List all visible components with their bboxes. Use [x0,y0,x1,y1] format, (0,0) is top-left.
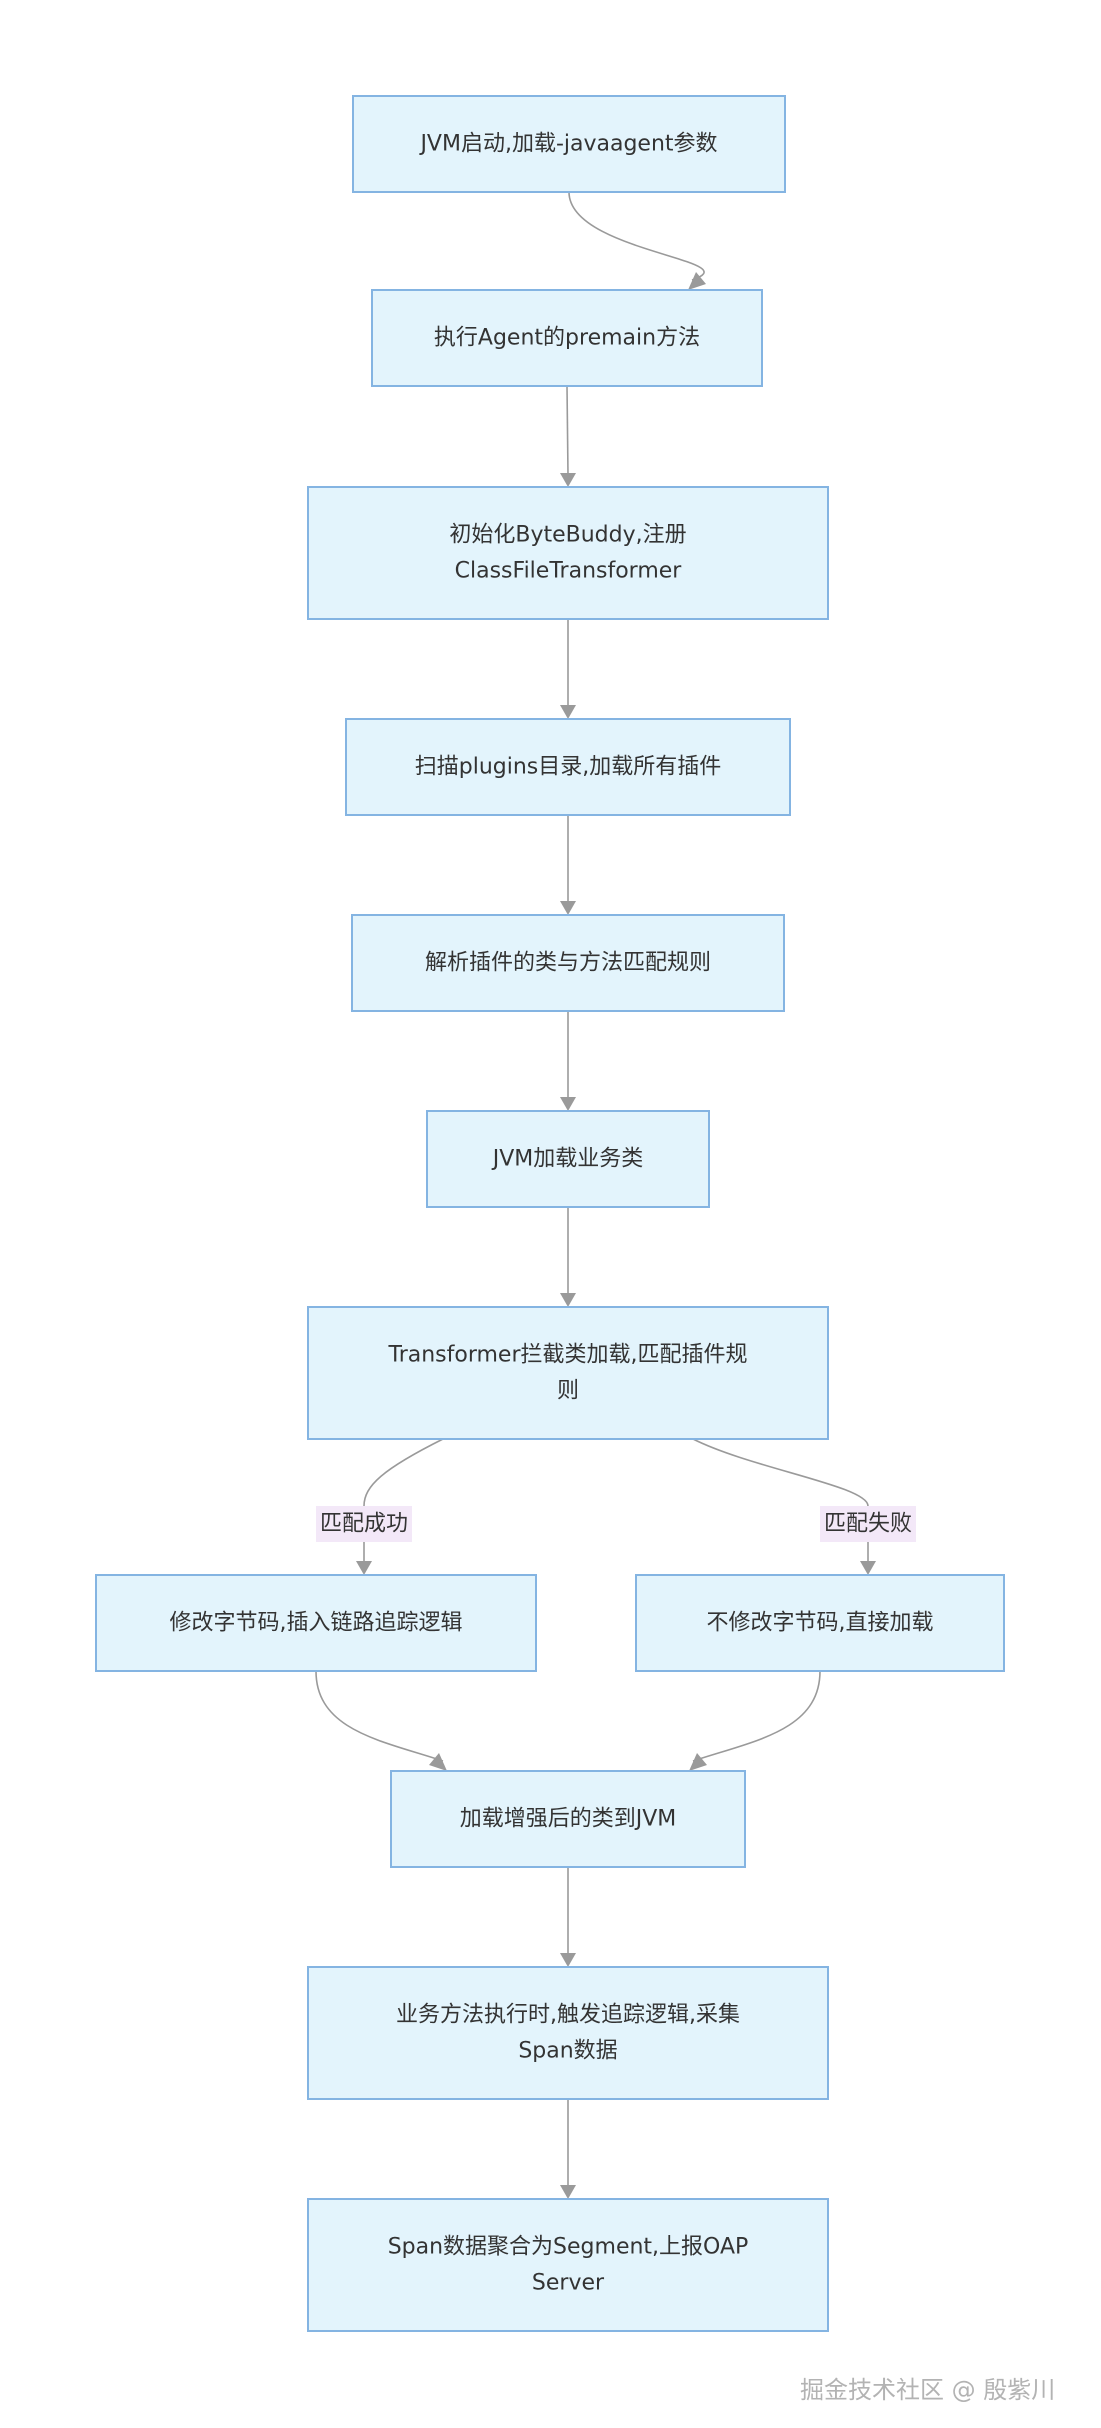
edge-parse-rules-to-jvm-load-class [560,1011,576,1111]
node-label-line: JVM加载业务类 [491,1147,644,1172]
edge-transformer-intercept-to-modify-bytecode [356,1438,444,1575]
node-label-line: 执行Agent的premain方法 [434,326,700,351]
edge-label-text: 匹配失败 [824,1512,912,1537]
node-label-line: 业务方法执行时,触发追踪逻辑,采集 [396,2003,740,2028]
node-report-oap: Span数据聚合为Segment,上报OAP Server [307,2198,829,2332]
edge-line [566,385,569,476]
arrow-head [429,1753,447,1771]
node-label-line: JVM启动,加载-javaagent参数 [418,132,717,157]
edge-label-text: 匹配成功 [320,1512,408,1537]
edge-jvm-start-to-premain [568,191,706,290]
node-load-enhanced: 加载增强后的类到JVM [390,1770,746,1868]
node-label-line: Span数据聚合为Segment,上报OAP [388,2235,749,2260]
node-trigger-trace: 业务方法执行时,触发追踪逻辑,采集 Span数据 [307,1966,829,2100]
arrow-head [560,1097,576,1111]
node-box [95,1574,537,1672]
arrow-head [689,1753,707,1771]
node-no-modify: 不修改字节码,直接加载 [635,1574,1005,1672]
edge-line [568,191,705,281]
node-parse-rules: 解析插件的类与方法匹配规则 [351,914,785,1012]
node-label-line: 扫描plugins目录,加载所有插件 [415,755,722,780]
edge-line [315,1670,444,1762]
node-label-line: 加载增强后的类到JVM [460,1807,677,1832]
arrow-head [688,272,706,290]
edge-trigger-trace-to-report-oap [560,2099,576,2199]
node-label-line: 初始化ByteBuddy,注册 [449,523,686,548]
edge-transformer-intercept-to-no-modify [692,1438,876,1575]
edge-no-modify-to-load-enhanced [689,1670,821,1771]
arrow-head [560,901,576,915]
node-box [345,718,791,816]
edge-init-bytebuddy-to-scan-plugins [560,619,576,719]
arrow-head [560,1293,576,1307]
node-box [307,2198,829,2332]
node-box [352,95,786,193]
node-label-line: ClassFileTransformer [455,559,683,584]
node-label-line: 不修改字节码,直接加载 [707,1611,934,1636]
node-box [371,289,763,387]
arrow-head [560,2185,576,2199]
arrow-head [356,1561,372,1575]
edge-line [692,1438,869,1507]
arrow-head [560,1953,576,1967]
nodes-layer: JVM启动,加载-javaagent参数执行Agent的premain方法初始化… [95,95,1005,2332]
edge-line [363,1438,444,1507]
node-box [307,486,829,620]
node-label-line: 则 [557,1379,579,1404]
node-label-line: 修改字节码,插入链路追踪逻辑 [170,1611,463,1636]
node-init-bytebuddy: 初始化ByteBuddy,注册 ClassFileTransformer [307,486,829,620]
edge-scan-plugins-to-parse-rules [560,815,576,915]
node-box [390,1770,746,1868]
watermark: 掘金技术社区 @ 殷紫川 [800,2376,1056,2404]
arrow-head [560,473,576,487]
node-box [307,1306,829,1440]
node-box [635,1574,1005,1672]
node-box [426,1110,710,1208]
node-jvm-start: JVM启动,加载-javaagent参数 [352,95,786,193]
node-box [307,1966,829,2100]
node-modify-bytecode: 修改字节码,插入链路追踪逻辑 [95,1574,537,1672]
node-label-line: Transformer拦截类加载,匹配插件规 [387,1343,747,1368]
node-premain: 执行Agent的premain方法 [371,289,763,387]
arrow-head [860,1561,876,1575]
edge-modify-bytecode-to-load-enhanced [315,1670,447,1771]
edge-jvm-load-class-to-transformer-intercept [560,1207,576,1307]
edge-load-enhanced-to-trigger-trace [560,1867,576,1967]
node-jvm-load-class: JVM加载业务类 [426,1110,710,1208]
edges-layer [315,191,876,2199]
edge-label: 匹配失败 [820,1506,916,1542]
node-label-line: Server [532,2271,605,2296]
edge-label-background [316,1506,412,1542]
edge-line [692,1670,821,1762]
edge-premain-to-init-bytebuddy [560,385,576,487]
node-label-line: 解析插件的类与方法匹配规则 [425,951,711,976]
node-label-line: Span数据 [518,2039,617,2064]
node-scan-plugins: 扫描plugins目录,加载所有插件 [345,718,791,816]
edge-label: 匹配成功 [316,1506,412,1542]
arrow-head [560,705,576,719]
edge-label-background [820,1506,916,1542]
node-box [351,914,785,1012]
edge-labels-layer: 匹配成功 匹配失败 [316,1506,916,1542]
